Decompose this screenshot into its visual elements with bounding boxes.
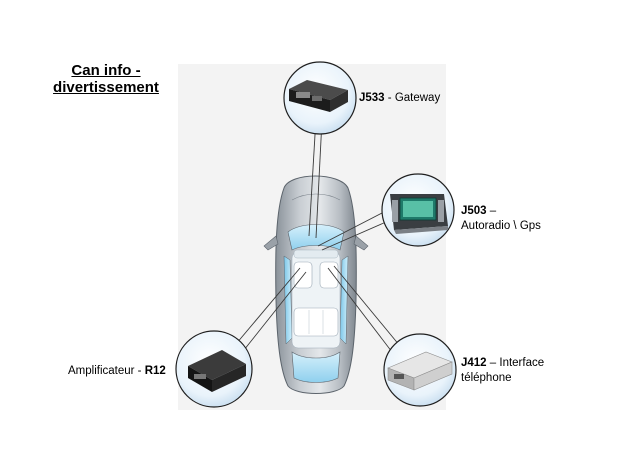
- phone-interface-label: J412 – Interface téléphone: [461, 356, 544, 386]
- amplifier-label: Amplificateur - R12: [68, 364, 166, 379]
- title-line-2: divertissement: [53, 79, 159, 96]
- radio-bubble: [381, 173, 455, 247]
- phone-interface-module-icon: [387, 351, 453, 391]
- diagram-title: Can info - divertissement: [36, 62, 176, 96]
- gateway-module-icon: [289, 80, 348, 112]
- phone-code: J412: [461, 357, 487, 369]
- gateway-code: J533: [359, 92, 385, 104]
- radio-code: J503: [461, 205, 487, 217]
- car-top-view: [263, 175, 369, 394]
- radio-desc-line-2: Autoradio \ Gps: [461, 220, 541, 232]
- radio-label: J503 – Autoradio \ Gps: [461, 204, 541, 234]
- amplifier-code: R12: [144, 365, 166, 377]
- gateway-label: J533 - Gateway: [359, 91, 440, 106]
- gateway-desc: - Gateway: [384, 92, 441, 104]
- phone-desc-line-2: téléphone: [461, 372, 512, 384]
- title-line-1: Can info -: [71, 62, 141, 79]
- amplifier-module-icon: [188, 350, 246, 392]
- radio-desc-line-1: –: [486, 205, 497, 217]
- radio-unit-icon: [390, 194, 448, 234]
- phone-desc-line-1: – Interface: [486, 357, 545, 369]
- phone-interface-bubble: [383, 333, 457, 407]
- connector-lines: [235, 117, 401, 353]
- gateway-bubble: [283, 61, 357, 135]
- amplifier-desc: Amplificateur -: [68, 365, 145, 377]
- amplifier-bubble: [175, 330, 253, 408]
